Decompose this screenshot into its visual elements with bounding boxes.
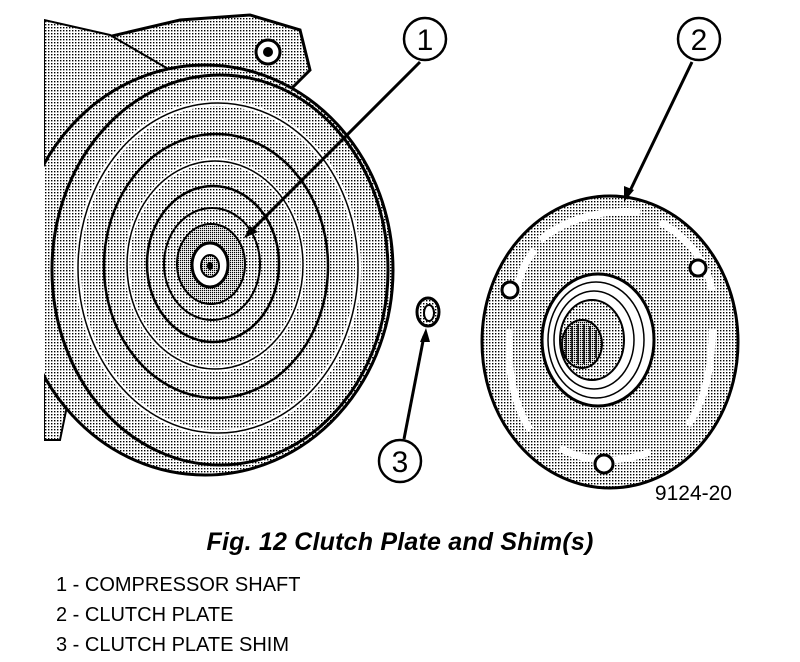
clutch-plate — [480, 194, 740, 490]
callout-1: 1 — [244, 16, 448, 238]
legend-item: 2 - CLUTCH PLATE — [56, 604, 234, 626]
legend-item: 3 - CLUTCH PLATE SHIM — [56, 634, 289, 656]
clutch-plate-illustration: 1 2 3 9124-20 — [44, 13, 740, 505]
figure-caption: Fig. 12 Clutch Plate and Shim(s) — [206, 528, 594, 556]
callout-2-number: 2 — [691, 24, 708, 57]
callout-legend: 1 - COMPRESSOR SHAFT 2 - CLUTCH PLATE 3 … — [56, 570, 300, 660]
callout-3: 3 — [377, 328, 430, 484]
figure-code: 9124-20 — [655, 482, 732, 505]
callout-2: 2 — [624, 16, 722, 202]
callout-3-number: 3 — [392, 446, 409, 479]
compressor-pulley — [44, 13, 395, 477]
legend-item: 1 - COMPRESSOR SHAFT — [56, 574, 301, 596]
clutch-plate-shim — [415, 296, 441, 328]
callout-1-number: 1 — [417, 24, 434, 57]
